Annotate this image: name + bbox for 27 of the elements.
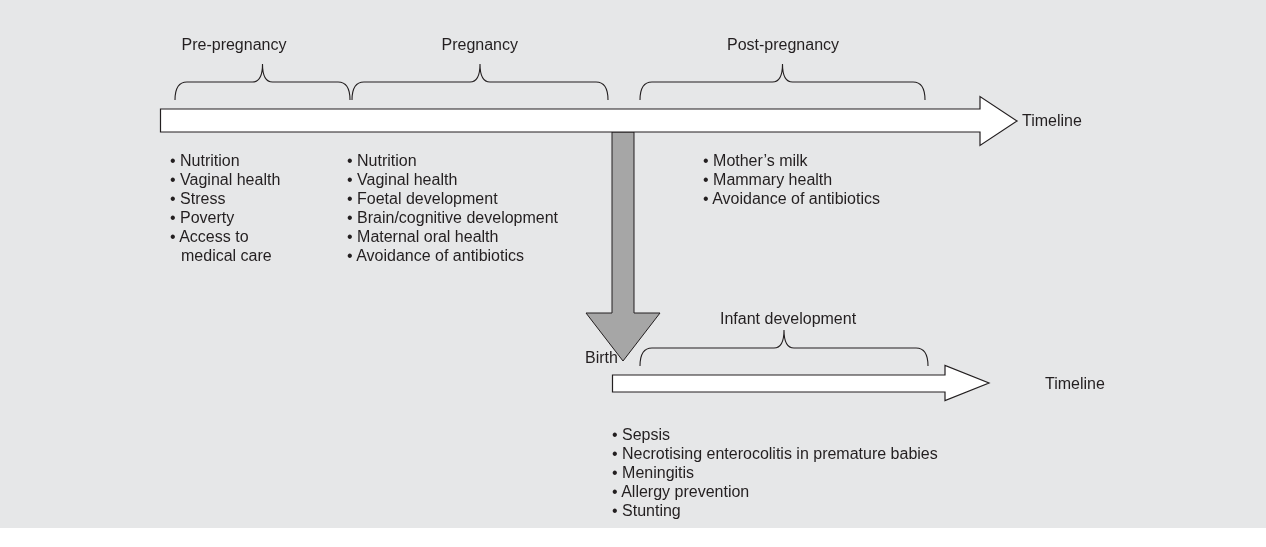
phase-label: Post-pregnancy — [727, 35, 840, 54]
timeline-label: Birth — [585, 348, 618, 367]
bullet-item: • Poverty — [170, 208, 236, 227]
bullet-item: • Vaginal health — [170, 170, 282, 189]
bullet-item: • Foetal development — [347, 189, 499, 208]
bullet-item: • Mammary health — [703, 170, 834, 189]
phase-label: Pre-pregnancy — [181, 35, 287, 54]
bullet-item: • Necrotising enterocolitis in premature babies — [612, 444, 939, 463]
bullet-item: • Mother’s milk — [703, 151, 809, 170]
bullet-item: • Allergy prevention — [612, 482, 751, 501]
bullet-item: • Brain/cognitive development — [347, 208, 560, 227]
bullet-item: • Sepsis — [612, 425, 672, 444]
bullet-item: • Meningitis — [612, 463, 696, 482]
bullet-item: • Vaginal health — [347, 170, 459, 189]
bullet-item: • Maternal oral health — [347, 227, 500, 246]
bullet-item: • Avoidance of antibiotics — [703, 189, 881, 208]
bullet-item: • Avoidance of antibiotics — [347, 246, 525, 265]
bullet-item: • Stunting — [612, 501, 682, 520]
bullet-item: • Nutrition — [347, 151, 418, 170]
timeline-label: Timeline — [1045, 374, 1105, 393]
block-arrow — [585, 131, 661, 362]
timeline-label: Timeline — [1022, 111, 1082, 130]
bullet-item: • Nutrition — [170, 151, 241, 170]
phase-label: Infant development — [720, 309, 857, 328]
bullet-item: • Access to medical care — [170, 227, 273, 265]
phase-label: Pregnancy — [441, 35, 518, 54]
bullet-item: • Stress — [170, 189, 227, 208]
